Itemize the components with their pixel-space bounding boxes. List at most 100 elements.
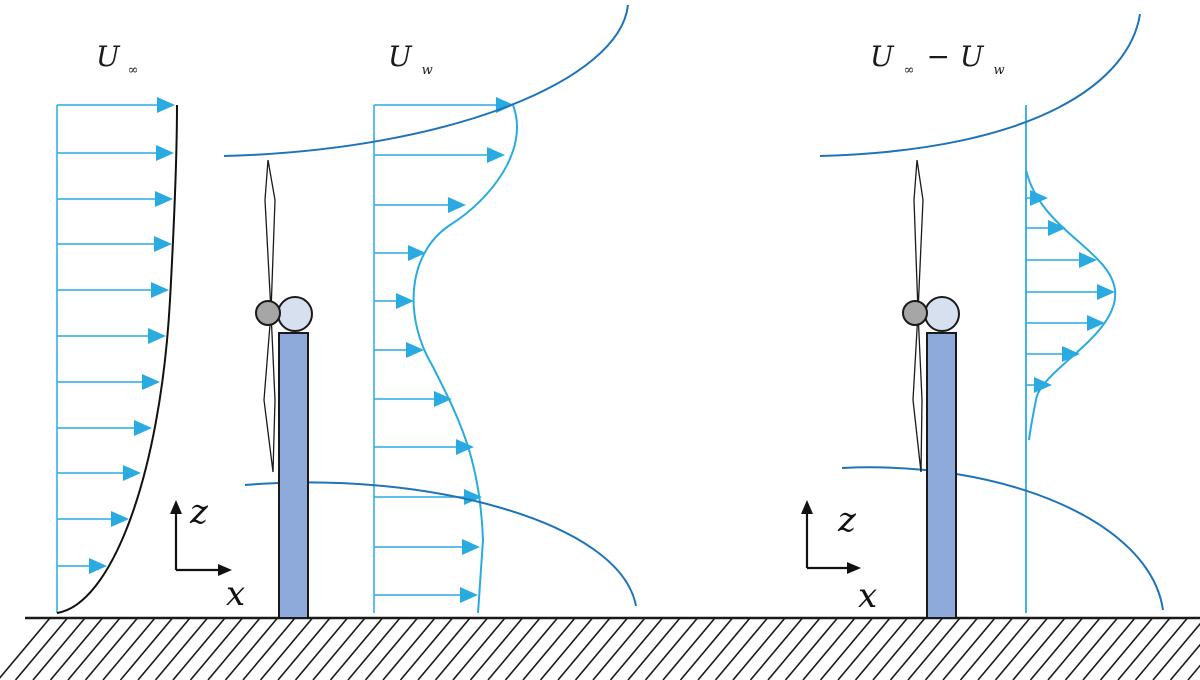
ground-hatch-line [172,617,226,680]
deficit-arrow-head [1087,315,1105,331]
wake-arrow-head [487,147,505,163]
ground-hatch-line [294,617,349,680]
wake-arrow-head [408,245,426,261]
ground-hatch-line [644,617,699,680]
turbine-tower [278,332,309,619]
ground-hatch-line [574,617,629,680]
inflow-arrow-head [154,236,172,252]
ground-hatch-line [802,617,856,680]
deficit-arrow-head [1062,346,1080,362]
wake-arrows [374,97,514,603]
wake-boundary-top-left [223,4,629,157]
ground-hatch-line [697,617,751,680]
ground-hatch-line [382,617,436,680]
ground-hatch-line [1117,617,1171,680]
inflow-profile-curve [56,104,178,614]
ground-hatch-line [872,617,926,680]
ground-hatch-line [1169,643,1200,680]
turbine-blade-upper [913,159,924,313]
ground-hatch-line [1029,617,1084,680]
ground-hatch-line [557,617,611,680]
ground-hatch-line [889,617,944,680]
ground-hatch-line [364,617,419,680]
turbine-nacelle [924,296,960,332]
ground-hatch-line [207,617,261,680]
turbine-nacelle [277,296,313,332]
ground-hatch-line [242,617,296,680]
z-axis-arrowhead [170,500,182,514]
inflow-arrow-head [89,558,107,574]
ground-hatch-line [1082,617,1136,680]
x-axis-arrowhead [218,564,232,576]
ground-hatch-line [662,617,716,680]
ground-hatch-line [347,617,401,680]
x-axis-label: x [226,574,245,614]
deficit-arrow-head [1030,190,1048,206]
ground-hatch-line [14,617,69,680]
deficit-profile [1025,105,1117,613]
ground-hatch-line [329,617,384,680]
inflow-profile [56,97,178,614]
wake-arrow-head [396,293,414,309]
ground-hatch-line [732,617,786,680]
ground-hatch-line [924,617,979,680]
ground-hatch-line [67,617,121,680]
ground-hatch-line [539,617,594,680]
ground-hatch-line [399,617,454,680]
ground-hatch-line [942,617,996,680]
ground-hatch-line [259,617,314,680]
deficit-arrows [1026,190,1115,393]
ground-hatch-line [434,617,489,680]
ground-hatch-line [32,617,86,680]
turbine-blade-lower [263,311,276,473]
deficit-arrow-head [1079,252,1097,268]
ground-hatch-line [837,617,891,680]
ground-hatch-line [679,617,734,680]
ground-hatch-line [1134,617,1189,680]
ground-hatch-line [469,617,524,680]
z-axis-label: z [837,500,857,540]
ground-hatch-line [504,617,559,680]
ground-hatch-line [1187,664,1200,680]
inflow-arrow-head [155,191,173,207]
wind-turbine-icon [902,159,960,619]
ground-hatch-line [819,617,874,680]
turbine-blade-lower [912,311,923,473]
inflow-arrow-head [157,97,175,113]
ground-hatch-line [487,617,541,680]
wake-arrow-head [406,342,424,358]
wake-boundary-bottom-left [244,481,637,607]
wake-arrow-head [456,439,474,455]
wake-boundaries [223,4,1164,611]
ground-hatch-line [417,617,471,680]
turbine-hub [255,300,281,326]
inflow-arrow-head [151,282,169,298]
ground-hatch-line [224,617,279,680]
ground-hatch-line [749,617,804,680]
coordinate-axes-icon: z x [801,500,877,616]
inflow-arrow-head [148,328,166,344]
ground [0,616,1200,680]
z-axis-label: z [189,492,209,532]
ground-hatch-line [784,617,839,680]
ground-hatch-line [994,617,1049,680]
deficit-profile-curve [1025,169,1117,441]
deficit-arrow-head [1048,220,1066,236]
inflow-arrow-head [142,374,160,390]
ground-hatch-line [907,617,961,680]
ground-hatch-line [522,617,576,680]
deficit-arrow-head [1097,284,1115,300]
ground-hatch-line [1152,622,1200,680]
ground-hatch-line [84,617,139,680]
wake-arrow-head [434,391,452,407]
ground-hatch-line [49,617,104,680]
ground-hatch-line [1064,617,1119,680]
inflow-arrows [57,97,175,574]
ground-hatch-line [119,617,174,680]
ground-hatch-line [1099,617,1154,680]
wake-boundary-bottom-right [841,466,1164,611]
ground-hatch-line [959,617,1014,680]
